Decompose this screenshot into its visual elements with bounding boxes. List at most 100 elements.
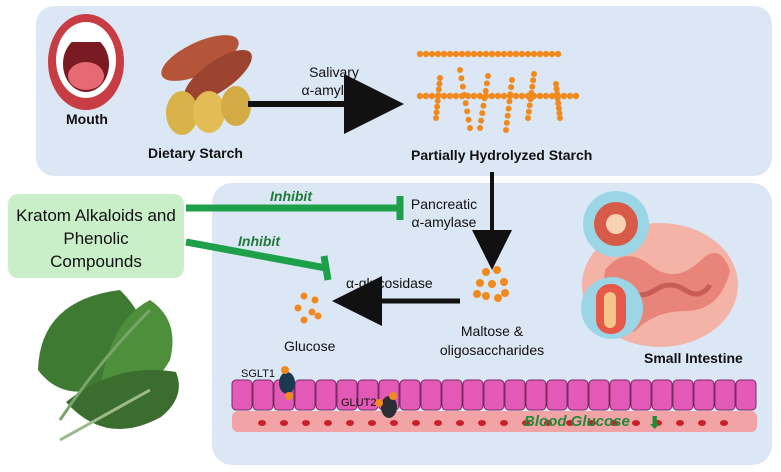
- starch-bead: [446, 50, 454, 58]
- blood-glucose-label: Blood Glucose: [524, 413, 630, 430]
- membrane-cell: [315, 379, 337, 411]
- starch-bead: [548, 50, 556, 58]
- kratom-label: Kratom Alkaloids and Phenolic Compounds: [10, 204, 182, 273]
- starch-bead: [470, 50, 478, 58]
- membrane-cell: [735, 379, 757, 411]
- starch-bead: [531, 71, 537, 77]
- inhibit-label-pancreatic: Inhibit: [270, 188, 312, 204]
- starch-bead: [506, 98, 513, 105]
- starch-bead: [503, 127, 509, 133]
- starch-bead: [488, 50, 496, 58]
- membrane-cell: [693, 379, 715, 411]
- starch-bead: [518, 50, 526, 58]
- kratom-label-line3: Compounds: [50, 252, 142, 271]
- red-blood-cell: [280, 420, 288, 426]
- starch-bead: [433, 115, 439, 121]
- membrane-cell: [357, 379, 379, 411]
- membrane-cell: [231, 379, 253, 411]
- starch-bead: [530, 50, 538, 58]
- starch-bead: [433, 109, 440, 116]
- starch-bead: [524, 50, 532, 58]
- red-blood-cell: [544, 420, 552, 426]
- membrane-cell: [651, 379, 673, 411]
- pancreatic-label-line2: α-amylase: [411, 214, 477, 230]
- starch-bead: [477, 125, 483, 131]
- starch-bead: [422, 50, 430, 58]
- red-blood-cell: [434, 420, 442, 426]
- dietary-starch-label: Dietary Starch: [148, 145, 243, 161]
- starch-bead: [482, 50, 490, 58]
- alpha-glucosidase-label: α-glucosidase: [346, 275, 433, 291]
- starch-bead: [435, 86, 442, 93]
- starch-bead: [464, 50, 472, 58]
- starch-bead: [416, 50, 424, 58]
- red-blood-cell: [478, 420, 486, 426]
- starch-bead: [434, 103, 441, 110]
- starch-bead: [440, 50, 448, 58]
- starch-bead: [440, 92, 448, 100]
- glut2-transporter: [375, 392, 397, 418]
- membrane-cell: [714, 379, 736, 411]
- starch-bead: [458, 75, 465, 82]
- starch-bead: [465, 116, 472, 123]
- starch-bead: [476, 92, 484, 100]
- starch-bead: [485, 73, 491, 79]
- starch-bead: [462, 100, 469, 107]
- pancreatic-amylase-label: Pancreatic α-amylase: [402, 195, 486, 231]
- maltose-label-line1: Maltose &: [460, 323, 524, 339]
- sglt1-transporter: [279, 366, 295, 400]
- starch-bead: [507, 91, 514, 98]
- starch-bead: [554, 95, 561, 102]
- starch-bead: [528, 89, 535, 96]
- starch-bead: [542, 50, 550, 58]
- starch-bead: [548, 92, 556, 100]
- starch-bead: [480, 102, 487, 109]
- mouth-panel: [36, 6, 772, 176]
- starch-bead: [536, 50, 544, 58]
- hydrolyzed-starch-icon: [416, 50, 580, 133]
- starch-bead: [483, 80, 490, 87]
- red-blood-cell: [302, 420, 310, 426]
- membrane-cell: [483, 379, 505, 411]
- starch-bead: [525, 108, 532, 115]
- starch-bead: [478, 117, 485, 124]
- mouth-label: Mouth: [66, 111, 108, 127]
- inhibit-label-glucosidase: Inhibit: [238, 233, 280, 249]
- kratom-label-line1: Kratom Alkaloids and: [16, 206, 176, 225]
- maltose-label-line2: oligosaccharides: [439, 342, 545, 358]
- starch-bead: [434, 97, 441, 104]
- membrane-cell: [567, 379, 589, 411]
- starch-bead: [512, 50, 520, 58]
- red-blood-cell: [456, 420, 464, 426]
- starch-bead: [481, 95, 488, 102]
- membrane-cell: [252, 379, 274, 411]
- red-blood-cell: [588, 420, 596, 426]
- sglt1-label: SGLT1: [241, 368, 276, 380]
- starch-bead: [446, 92, 454, 100]
- starch-bead: [428, 50, 436, 58]
- starch-bead: [459, 83, 466, 90]
- red-blood-cell: [632, 420, 640, 426]
- glucose-label: Glucose: [284, 338, 336, 354]
- starch-bead: [505, 105, 512, 112]
- starch-bead: [457, 67, 463, 73]
- maltose-label: Maltose & oligosaccharides: [424, 322, 560, 360]
- red-blood-cell: [610, 420, 618, 426]
- starch-bead: [452, 92, 460, 100]
- red-blood-cell: [346, 420, 354, 426]
- red-blood-cells: [258, 420, 728, 426]
- membrane-cells: [231, 379, 757, 411]
- inhibit-line-pancreatic: [186, 196, 404, 220]
- mouth-icon: [48, 14, 124, 110]
- starch-bead: [572, 92, 580, 100]
- red-blood-cell: [390, 420, 398, 426]
- salivary-amylase-label: Salivary α-amylase: [296, 63, 372, 99]
- inhibit-line-glucosidase: [185, 238, 332, 281]
- starch-bead: [488, 92, 496, 100]
- membrane-cell: [420, 379, 442, 411]
- membrane-cell: [525, 379, 547, 411]
- maltose-dots: [473, 266, 509, 302]
- starch-bead: [436, 80, 443, 87]
- red-blood-cell: [566, 420, 574, 426]
- starch-bead: [470, 92, 478, 100]
